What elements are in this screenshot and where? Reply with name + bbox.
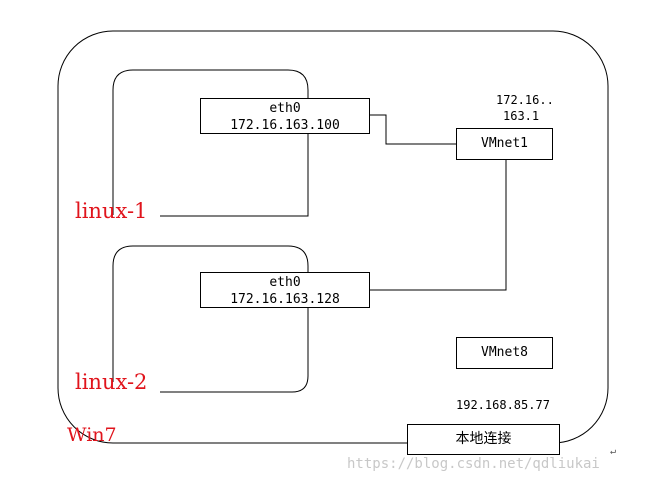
local-connection-box: 本地连接: [407, 424, 560, 455]
linux-2-frame: [112, 245, 309, 393]
vmnet1-ip-line2: 163.1: [503, 109, 540, 123]
linux-1-label: linux-1: [75, 199, 148, 223]
link-eth0-2-to-vmnet1: [369, 160, 507, 291]
eth0-box-linux-2: eth0 172.16.163.128: [200, 272, 370, 308]
linux-1-frame: [112, 69, 309, 217]
win7-label: Win7: [67, 424, 117, 446]
linux-2-label: linux-2: [75, 370, 148, 394]
win7-host-frame: [57, 30, 609, 444]
watermark: https://blog.csdn.net/qdliukai: [347, 456, 600, 472]
eth0-name: eth0: [269, 101, 301, 116]
eth0-name: eth0: [269, 275, 301, 290]
eth0-ip: 172.16.163.128: [230, 292, 340, 307]
vmnet1-box: VMnet1: [456, 128, 553, 160]
vmnet8-ip: 192.168.85.77: [456, 398, 550, 412]
vmnet8-box: VMnet8: [456, 337, 553, 369]
return-mark: ↵: [610, 446, 617, 457]
link-eth0-1-to-vmnet1: [369, 114, 457, 145]
vmnet1-ip-line1: 172.16..: [496, 93, 554, 107]
eth0-box-linux-1: eth0 172.16.163.100: [200, 98, 370, 134]
eth0-ip: 172.16.163.100: [230, 118, 340, 133]
